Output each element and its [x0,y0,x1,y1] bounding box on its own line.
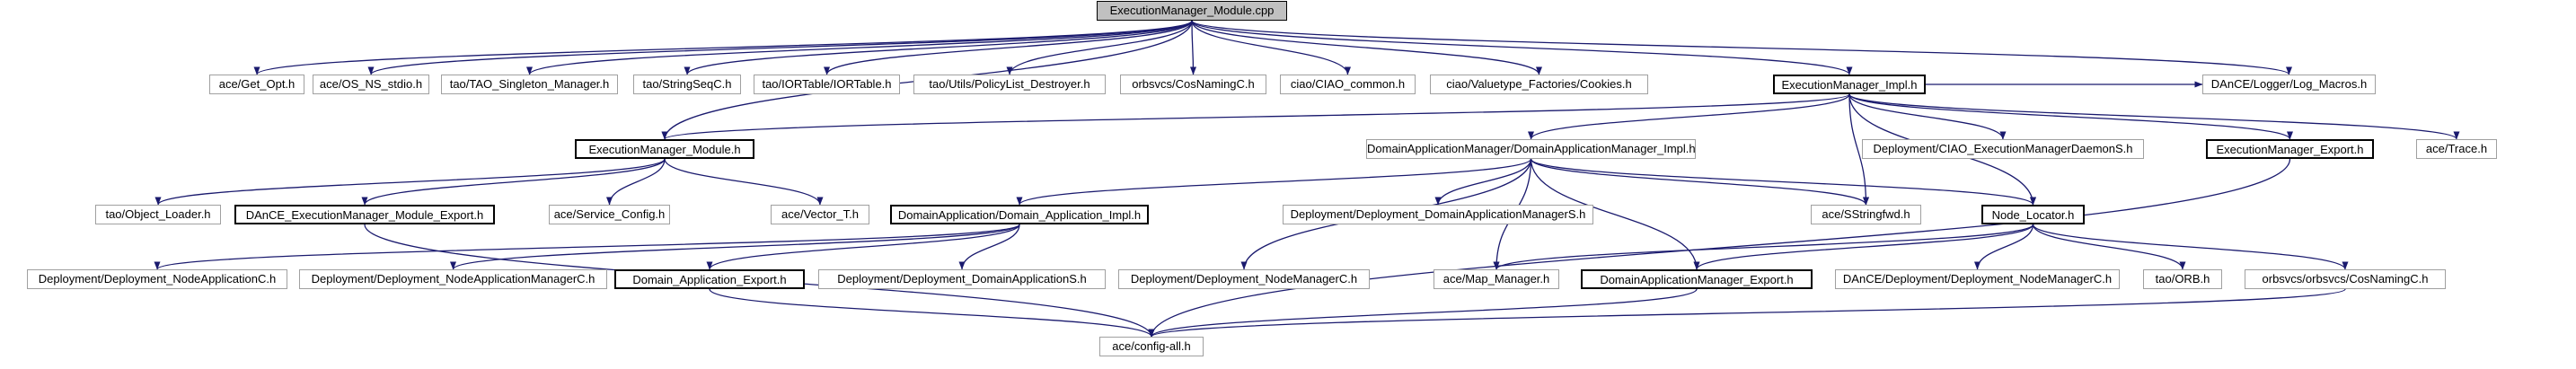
graph-edge-emimpl-to-trace [1848,93,2460,140]
graph-node-objloader[interactable]: tao/Object_Loader.h [95,205,221,224]
graph-node-daimpl[interactable]: DomainApplication/Domain_Application_Imp… [890,205,1149,224]
graph-edge-emimpl-to-damimpl [1528,93,1850,140]
graph-edge-nodelocator-to-dancenmc [1974,224,2034,270]
graph-node-damimpl[interactable]: DomainApplicationManager/DomainApplicati… [1366,139,1696,159]
graph-node-stringseq[interactable]: tao/StringSeqC.h [633,75,741,94]
graph-node-root[interactable]: ExecutionManager_Module.cpp [1097,1,1287,21]
graph-node-serviceconf[interactable]: ace/Service_Config.h [549,205,670,224]
graph-edge-daexport-to-configall [709,288,1155,338]
graph-node-dnappc[interactable]: Deployment/Deployment_NodeApplicationC.h [27,269,287,289]
graph-edge-emmodule-to-dancemodexp [361,158,666,206]
graph-edge-nodelocator-to-cosnaming2 [2032,224,2349,270]
graph-node-mapmanager[interactable]: ace/Map_Manager.h [1434,269,1559,289]
graph-edge-emexport-to-configall [1148,158,2291,338]
graph-node-ddams[interactable]: Deployment/Deployment_DomainApplicationM… [1283,205,1593,224]
graph-edge-root-to-policylist [1006,20,1193,75]
graph-edge-root-to-ciaocommon [1191,20,1351,75]
graph-edge-nodelocator-to-damexport [1693,224,2034,270]
graph-node-ciaocommon[interactable]: ciao/CIAO_common.h [1280,75,1416,94]
graph-edge-root-to-stringseq [684,20,1193,75]
graph-edge-emimpl-to-emmodule [661,93,1850,140]
graph-edge-damimpl-to-daimpl [1016,158,1532,206]
graph-edge-emmodule-to-vectort [664,158,824,206]
graph-node-taosingleton[interactable]: tao/TAO_Singleton_Manager.h [441,75,618,94]
graph-edge-emimpl-to-emexport [1848,93,2293,140]
graph-node-daexport[interactable]: Domain_Application_Export.h [614,269,805,289]
graph-edge-emmodule-to-objloader [154,158,666,206]
graph-edge-nodelocator-to-orbh [2032,224,2186,270]
graph-node-iortable[interactable]: tao/IORTable/IORTable.h [754,75,900,94]
graph-edge-root-to-getopt [253,20,1193,75]
graph-edge-root-to-osnsstdio [367,20,1193,75]
graph-node-dancenmc[interactable]: DAnCE/Deployment/Deployment_NodeManagerC… [1835,269,2120,289]
graph-node-orbh[interactable]: tao/ORB.h [2143,269,2222,289]
graph-node-policylist[interactable]: tao/Utils/PolicyList_Destroyer.h [913,75,1106,94]
graph-edge-emimpl-to-sstringfwd [1848,93,1869,206]
graph-node-ddas[interactable]: Deployment/Deployment_DomainApplicationS… [818,269,1106,289]
graph-node-emdaemons[interactable]: Deployment/CIAO_ExecutionManagerDaemonS.… [1862,139,2144,159]
graph-edge-emmodule-to-serviceconf [606,158,666,206]
graph-node-emexport[interactable]: ExecutionManager_Export.h [2206,139,2374,159]
graph-node-trace[interactable]: ace/Trace.h [2416,139,2497,159]
graph-edge-root-to-cosnaming1 [1189,20,1196,75]
graph-node-dancemodexp[interactable]: DAnCE_ExecutionManager_Module_Export.h [234,205,495,224]
graph-edge-root-to-iortable [824,20,1193,75]
graph-edge-nodelocator-to-mapmanager [1493,224,2034,270]
graph-node-getopt[interactable]: ace/Get_Opt.h [209,75,304,94]
graph-node-cosnaming2[interactable]: orbsvcs/orbsvcs/CosNamingC.h [2245,269,2446,289]
graph-edge-root-to-cookies [1191,20,1542,75]
graph-edge-daimpl-to-dnappc [154,224,1020,270]
graph-edge-damimpl-to-ddams [1434,158,1532,206]
graph-edge-daimpl-to-ddas [958,224,1020,270]
graph-node-vectort[interactable]: ace/Vector_T.h [771,205,869,224]
graph-node-configall[interactable]: ace/config-all.h [1099,337,1204,356]
graph-node-sstringfwd[interactable]: ace/SStringfwd.h [1811,205,1921,224]
graph-edge-root-to-taosingleton [526,20,1193,75]
graph-node-emimpl[interactable]: ExecutionManager_Impl.h [1773,75,1926,94]
graph-node-dnappmgrc[interactable]: Deployment/Deployment_NodeApplicationMan… [299,269,607,289]
graph-edge-emimpl-to-emdaemons [1848,93,2007,140]
graph-node-osnsstdio[interactable]: ace/OS_NS_stdio.h [313,75,429,94]
graph-edge-damexport-to-configall [1148,288,1698,338]
graph-node-cosnaming1[interactable]: orbsvcs/CosNamingC.h [1120,75,1266,94]
graph-node-cookies[interactable]: ciao/Valuetype_Factories/Cookies.h [1430,75,1648,94]
graph-edge-daimpl-to-dnappmgrc [450,224,1020,270]
graph-edge-cosnaming2-to-configall [1148,288,2346,338]
graph-edge-damimpl-to-sstringfwd [1530,158,1869,206]
graph-node-damexport[interactable]: DomainApplicationManager_Export.h [1581,269,1813,289]
graph-edge-daimpl-to-daexport [706,224,1020,270]
graph-edge-root-to-logmacros [1191,20,2292,75]
graph-node-dnodemgrc[interactable]: Deployment/Deployment_NodeManagerC.h [1118,269,1370,289]
graph-edge-damimpl-to-nodelocator [1530,158,2036,206]
graph-node-logmacros[interactable]: DAnCE/Logger/Log_Macros.h [2202,75,2376,94]
graph-edge-root-to-emimpl [1191,20,1853,75]
graph-node-nodelocator[interactable]: Node_Locator.h [1981,205,2085,224]
graph-node-emmodule[interactable]: ExecutionManager_Module.h [575,139,754,159]
